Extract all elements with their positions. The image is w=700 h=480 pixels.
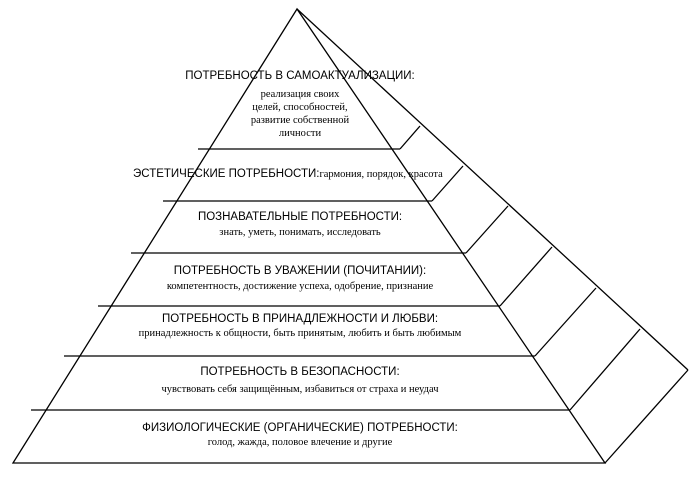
level-aesthetic-title: ЭСТЕТИЧЕСКИЕ ПОТРЕБНОСТИ:: [133, 168, 320, 180]
level-belonging-title: ПОТРЕБНОСТЬ В ПРИНАДЛЕЖНОСТИ И ЛЮБВИ:: [161, 313, 439, 325]
level-cognitive-desc: знать, уметь, понимать, исследовать: [219, 227, 381, 238]
side-divider-1: [399, 125, 421, 150]
side-divider-5: [534, 287, 597, 357]
level-self-actualization-desc-3: развитие собственной: [250, 115, 350, 126]
side-divider-4: [499, 246, 553, 307]
level-esteem-desc: компетентность, достижение успеха, одобр…: [166, 281, 434, 292]
level-cognitive-title: ПОЗНАВАТЕЛЬНЫЕ ПОТРЕБНОСТИ:: [197, 211, 403, 223]
side-divider-6: [569, 328, 641, 411]
level-aesthetic-desc: гармония, порядок, красота: [319, 169, 443, 180]
side-divider-2: [431, 165, 464, 202]
level-self-actualization-desc-1: реализация своих: [260, 89, 340, 100]
pyramid-side-edge: [296, 8, 689, 371]
level-safety-title: ПОТРЕБНОСТЬ В БЕЗОПАСНОСТИ:: [200, 366, 400, 378]
pyramid-front-face: [11, 7, 607, 464]
level-self-actualization-title: ПОТРЕБНОСТЬ В САМОАКТУАЛИЗАЦИИ:: [185, 70, 415, 82]
level-belonging-desc: принадлежность к общности, быть принятым…: [138, 328, 462, 339]
pyramid-side-base: [604, 369, 689, 464]
level-esteem-title: ПОТРЕБНОСТЬ В УВАЖЕНИИ (ПОЧИТАНИИ):: [173, 265, 427, 277]
side-divider-3: [465, 205, 509, 254]
level-self-actualization-desc-2: целей, способностей,: [252, 102, 348, 113]
level-safety-desc: чувствовать себя защищённым, избавиться …: [161, 384, 439, 395]
level-aesthetic: ЭСТЕТИЧЕСКИЕ ПОТРЕБНОСТИ:гармония, поряд…: [133, 164, 443, 182]
level-physiological-title: ФИЗИОЛОГИЧЕСКИЕ (ОРГАНИЧЕСКИЕ) ПОТРЕБНОС…: [142, 422, 458, 434]
level-physiological-desc: голод, жажда, половое влечение и другие: [207, 437, 393, 448]
level-self-actualization-desc-4: личности: [278, 128, 322, 139]
